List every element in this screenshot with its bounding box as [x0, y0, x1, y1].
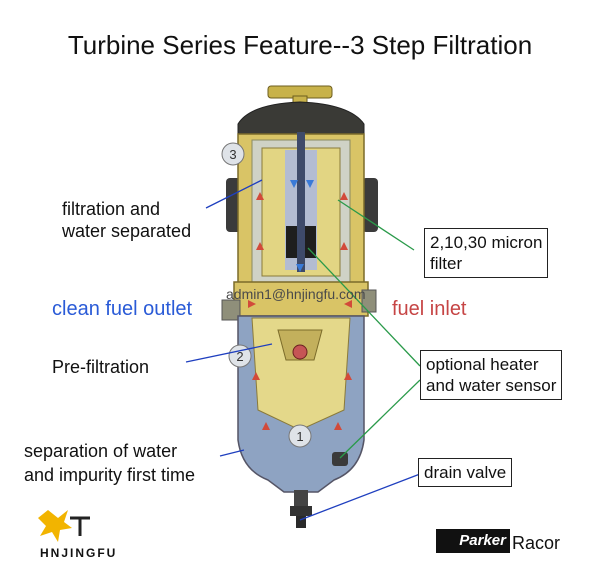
step-3-marker: 3: [229, 147, 236, 162]
leader-separation: [219, 449, 245, 457]
parker-logo: Parker: [436, 529, 510, 553]
step-2-marker: 2: [236, 349, 243, 364]
box-heater-sensor: optional heater and water sensor: [420, 350, 563, 400]
micron-line1: 2,10,30 micron: [430, 233, 543, 252]
box-drain-valve: drain valve: [418, 458, 513, 487]
heater-line2: and water sensor: [426, 376, 557, 395]
leader-filtration: [205, 179, 263, 209]
leader-micron: [337, 199, 415, 251]
drain-label: drain valve: [424, 463, 507, 482]
heater-line1: optional heater: [426, 355, 539, 374]
label-clean-fuel-outlet: clean fuel outlet: [52, 298, 193, 320]
page-title: Turbine Series Feature--3 Step Filtratio…: [67, 30, 533, 60]
label-fuel-inlet: fuel inlet: [392, 298, 467, 320]
leader-heater-a: [307, 247, 421, 367]
box-micron-filter: 2,10,30 micron filter: [424, 228, 549, 278]
label-separation-line1: separation of water: [24, 441, 178, 461]
hnjingfu-brand-text: HNJINGFU: [40, 546, 118, 560]
label-filtration-line2: water separated: [62, 221, 192, 241]
label-separation-line2: and impurity first time: [24, 465, 196, 485]
racor-text: Racor: [512, 533, 561, 553]
micron-line2: filter: [430, 254, 463, 273]
step-1-marker: 1: [296, 429, 303, 444]
label-filtration-line1: filtration and: [62, 199, 161, 219]
leader-prefiltration: [185, 343, 273, 363]
leader-heater-b: [339, 379, 421, 459]
leader-drain: [299, 473, 421, 521]
watermark: admin1@hnjingfu.com: [226, 286, 366, 302]
label-pre-filtration: Pre-filtration: [52, 357, 150, 377]
